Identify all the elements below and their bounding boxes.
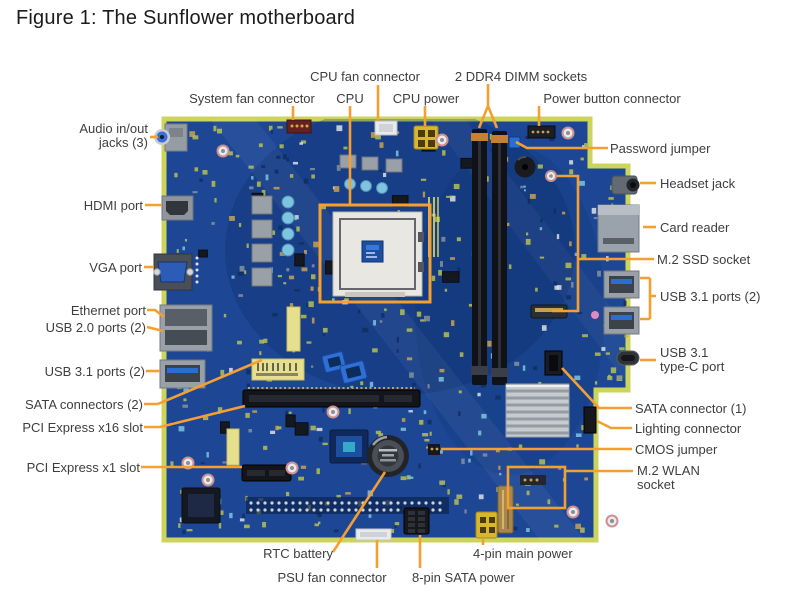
callout-psu-fan-connector: PSU fan connector <box>277 570 387 585</box>
usb31-ports-left <box>159 359 206 389</box>
rtc-battery <box>367 435 409 477</box>
callout-usb31-typec-port: USB 3.1 type-C port <box>660 345 725 374</box>
card-reader <box>597 204 640 253</box>
qfp-chip <box>181 487 221 524</box>
cpu-fan-connector <box>374 120 398 136</box>
cmos-jumper <box>428 444 440 455</box>
callout-headset-jack: Headset jack <box>660 176 736 191</box>
callout-m2-ssd-socket: M.2 SSD socket <box>657 252 751 267</box>
southbridge-chip <box>329 429 369 464</box>
headset-jack <box>611 175 640 195</box>
callout-password-jumper: Password jumper <box>610 141 711 156</box>
system-fan-connector <box>286 119 312 134</box>
callout-m2-wlan-socket: M.2 WLAN socket <box>637 463 700 492</box>
vrm-area <box>251 154 403 287</box>
buzzer <box>514 155 536 178</box>
callout-pcie-x16-slot: PCI Express x16 slot <box>22 420 143 435</box>
sata-connector-1 <box>544 350 563 376</box>
callout-usb31-ports-right: USB 3.1 ports (2) <box>660 289 761 304</box>
power-button-header <box>527 125 556 139</box>
callout-audio-jacks: Audio in/out jacks (3) <box>79 121 148 150</box>
callout-main-power-4pin: 4-pin main power <box>473 546 573 561</box>
sata-connectors-2 <box>321 351 368 384</box>
callout-cmos-jumper: CMOS jumper <box>635 442 718 457</box>
hdmi-port <box>161 195 194 221</box>
cpu-callout-box <box>318 203 432 304</box>
main-power-4pin-connector <box>475 511 498 539</box>
usb-typec-port <box>616 350 640 366</box>
heatsink <box>505 383 570 438</box>
password-jumper <box>508 136 521 149</box>
callout-ethernet-port: Ethernet port <box>70 303 146 318</box>
psu-fan-connector <box>355 528 392 541</box>
callout-usb31-ports-left: USB 3.1 ports (2) <box>44 364 145 379</box>
callout-rtc-battery: RTC battery <box>263 546 333 561</box>
components <box>153 119 640 541</box>
callout-ddr4-dimm-sockets: 2 DDR4 DIMM sockets <box>454 69 588 84</box>
lighting-connector <box>583 406 597 434</box>
callout-vga-port: VGA port <box>89 260 142 275</box>
callout-system-fan-connector: System fan connector <box>189 91 315 106</box>
bottom-pin-header <box>246 497 449 514</box>
sata-power-8pin-connector <box>403 507 430 535</box>
callout-cpu-fan-connector: CPU fan connector <box>310 69 420 84</box>
callout-cpu: CPU <box>336 91 364 106</box>
cpu-socket <box>332 211 424 297</box>
cpu-power-connector <box>413 125 439 150</box>
ethernet-usb-stack <box>159 304 213 352</box>
callout-cpu-power: CPU power <box>392 91 460 106</box>
audio-jacks <box>154 123 188 152</box>
callout-sata-power-8pin: 8-pin SATA power <box>412 570 515 585</box>
led-indicator <box>591 311 599 319</box>
figure-title: Figure 1: The Sunflower motherboard <box>16 7 356 29</box>
pcie-x1-slot <box>241 464 292 482</box>
pcie-x16-slot <box>242 387 421 408</box>
vga-port <box>153 253 199 291</box>
usb31-ports-right <box>603 270 640 335</box>
callout-hdmi-port: HDMI port <box>83 198 143 213</box>
callout-usb20-ports: USB 2.0 ports (2) <box>45 320 146 335</box>
mounting-holes <box>181 126 619 528</box>
callout-lines <box>141 84 656 568</box>
dimm-slots <box>471 129 508 385</box>
m2-wlan-callout-box <box>506 465 567 510</box>
m2-ssd-socket <box>530 170 568 319</box>
callout-power-button-connector: Power button connector <box>543 91 681 106</box>
callout-card-reader: Card reader <box>660 220 730 235</box>
callout-sata-connectors-2: SATA connectors (2) <box>24 397 143 412</box>
callout-sata-connector-1: SATA connector (1) <box>635 401 747 416</box>
callout-lighting-connector: Lighting connector <box>635 421 742 436</box>
callout-pcie-x1-slot: PCI Express x1 slot <box>26 460 140 475</box>
